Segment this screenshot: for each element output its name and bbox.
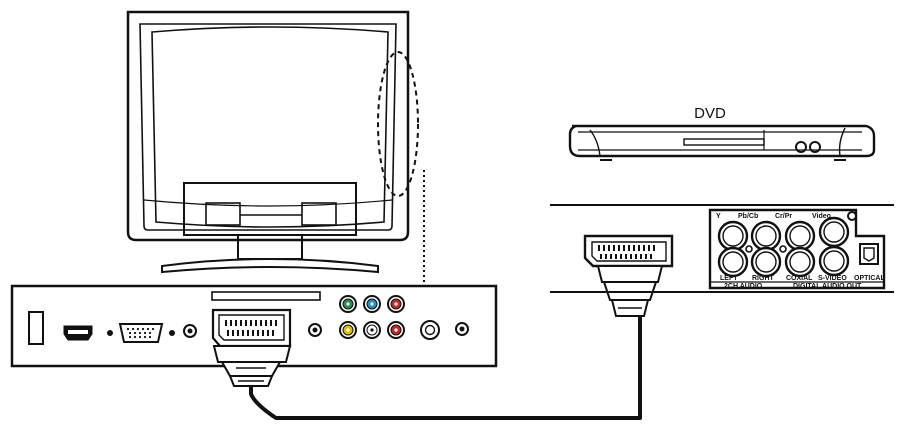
power-switch-icon	[28, 311, 44, 345]
hdmi-port-icon	[63, 325, 93, 341]
label-optical: OPTICAL	[854, 275, 885, 282]
label-s-video: S-VIDEO	[818, 275, 847, 282]
video-jack-icon	[818, 216, 850, 248]
tv-rear-panel	[10, 284, 498, 368]
dvd-rear-panel: Y Pb/Cb Cr/Pr Video	[550, 204, 894, 293]
label-pb-cb: Pb/Cb	[738, 213, 758, 220]
dvd-label: DVD	[694, 105, 726, 122]
audio-left-jack-icon	[717, 246, 749, 278]
coaxial-jack-icon	[784, 246, 816, 278]
label-video: Video	[812, 213, 831, 220]
antenna-input-icon	[420, 320, 440, 340]
component-y-jack-icon	[717, 220, 749, 252]
scart-plug-tv-icon	[212, 345, 292, 387]
optical-port-icon	[859, 243, 879, 265]
label-2ch-audio: 2CH AUDIO	[724, 283, 763, 290]
rca-green-jack-icon	[339, 295, 357, 313]
label-y: Y	[716, 213, 721, 220]
s-video-jack-icon	[818, 245, 850, 277]
rca-red-jack-icon	[387, 321, 405, 339]
audio-jack-icon	[455, 322, 469, 336]
rca-red-jack-icon	[387, 295, 405, 313]
scart-plug-dvd-icon	[583, 234, 674, 317]
label-coaxial: COXIAL	[786, 275, 813, 282]
component-pb-jack-icon	[750, 220, 782, 252]
label-digital-audio-out: DIGITAL AUDIO OUT	[793, 283, 862, 290]
audio-jack-icon	[183, 324, 197, 338]
label-cr-pr: Cr/Pr	[775, 213, 792, 220]
label-left: LEFT	[720, 275, 738, 282]
rca-white-jack-icon	[363, 321, 381, 339]
label-right: RIGHT	[752, 275, 775, 282]
tv-scart-socket-icon	[211, 308, 292, 348]
rca-blue-jack-icon	[363, 295, 381, 313]
dvd-player: DVD	[568, 105, 876, 161]
vga-port-icon	[107, 323, 175, 343]
ground-screw-icon	[847, 211, 857, 221]
component-pr-jack-icon	[784, 220, 816, 252]
rca-yellow-jack-icon	[339, 321, 357, 339]
audio-jack-icon	[308, 323, 322, 337]
scart-cable	[212, 234, 674, 420]
tv-monitor	[126, 10, 419, 274]
audio-right-jack-icon	[750, 246, 782, 278]
